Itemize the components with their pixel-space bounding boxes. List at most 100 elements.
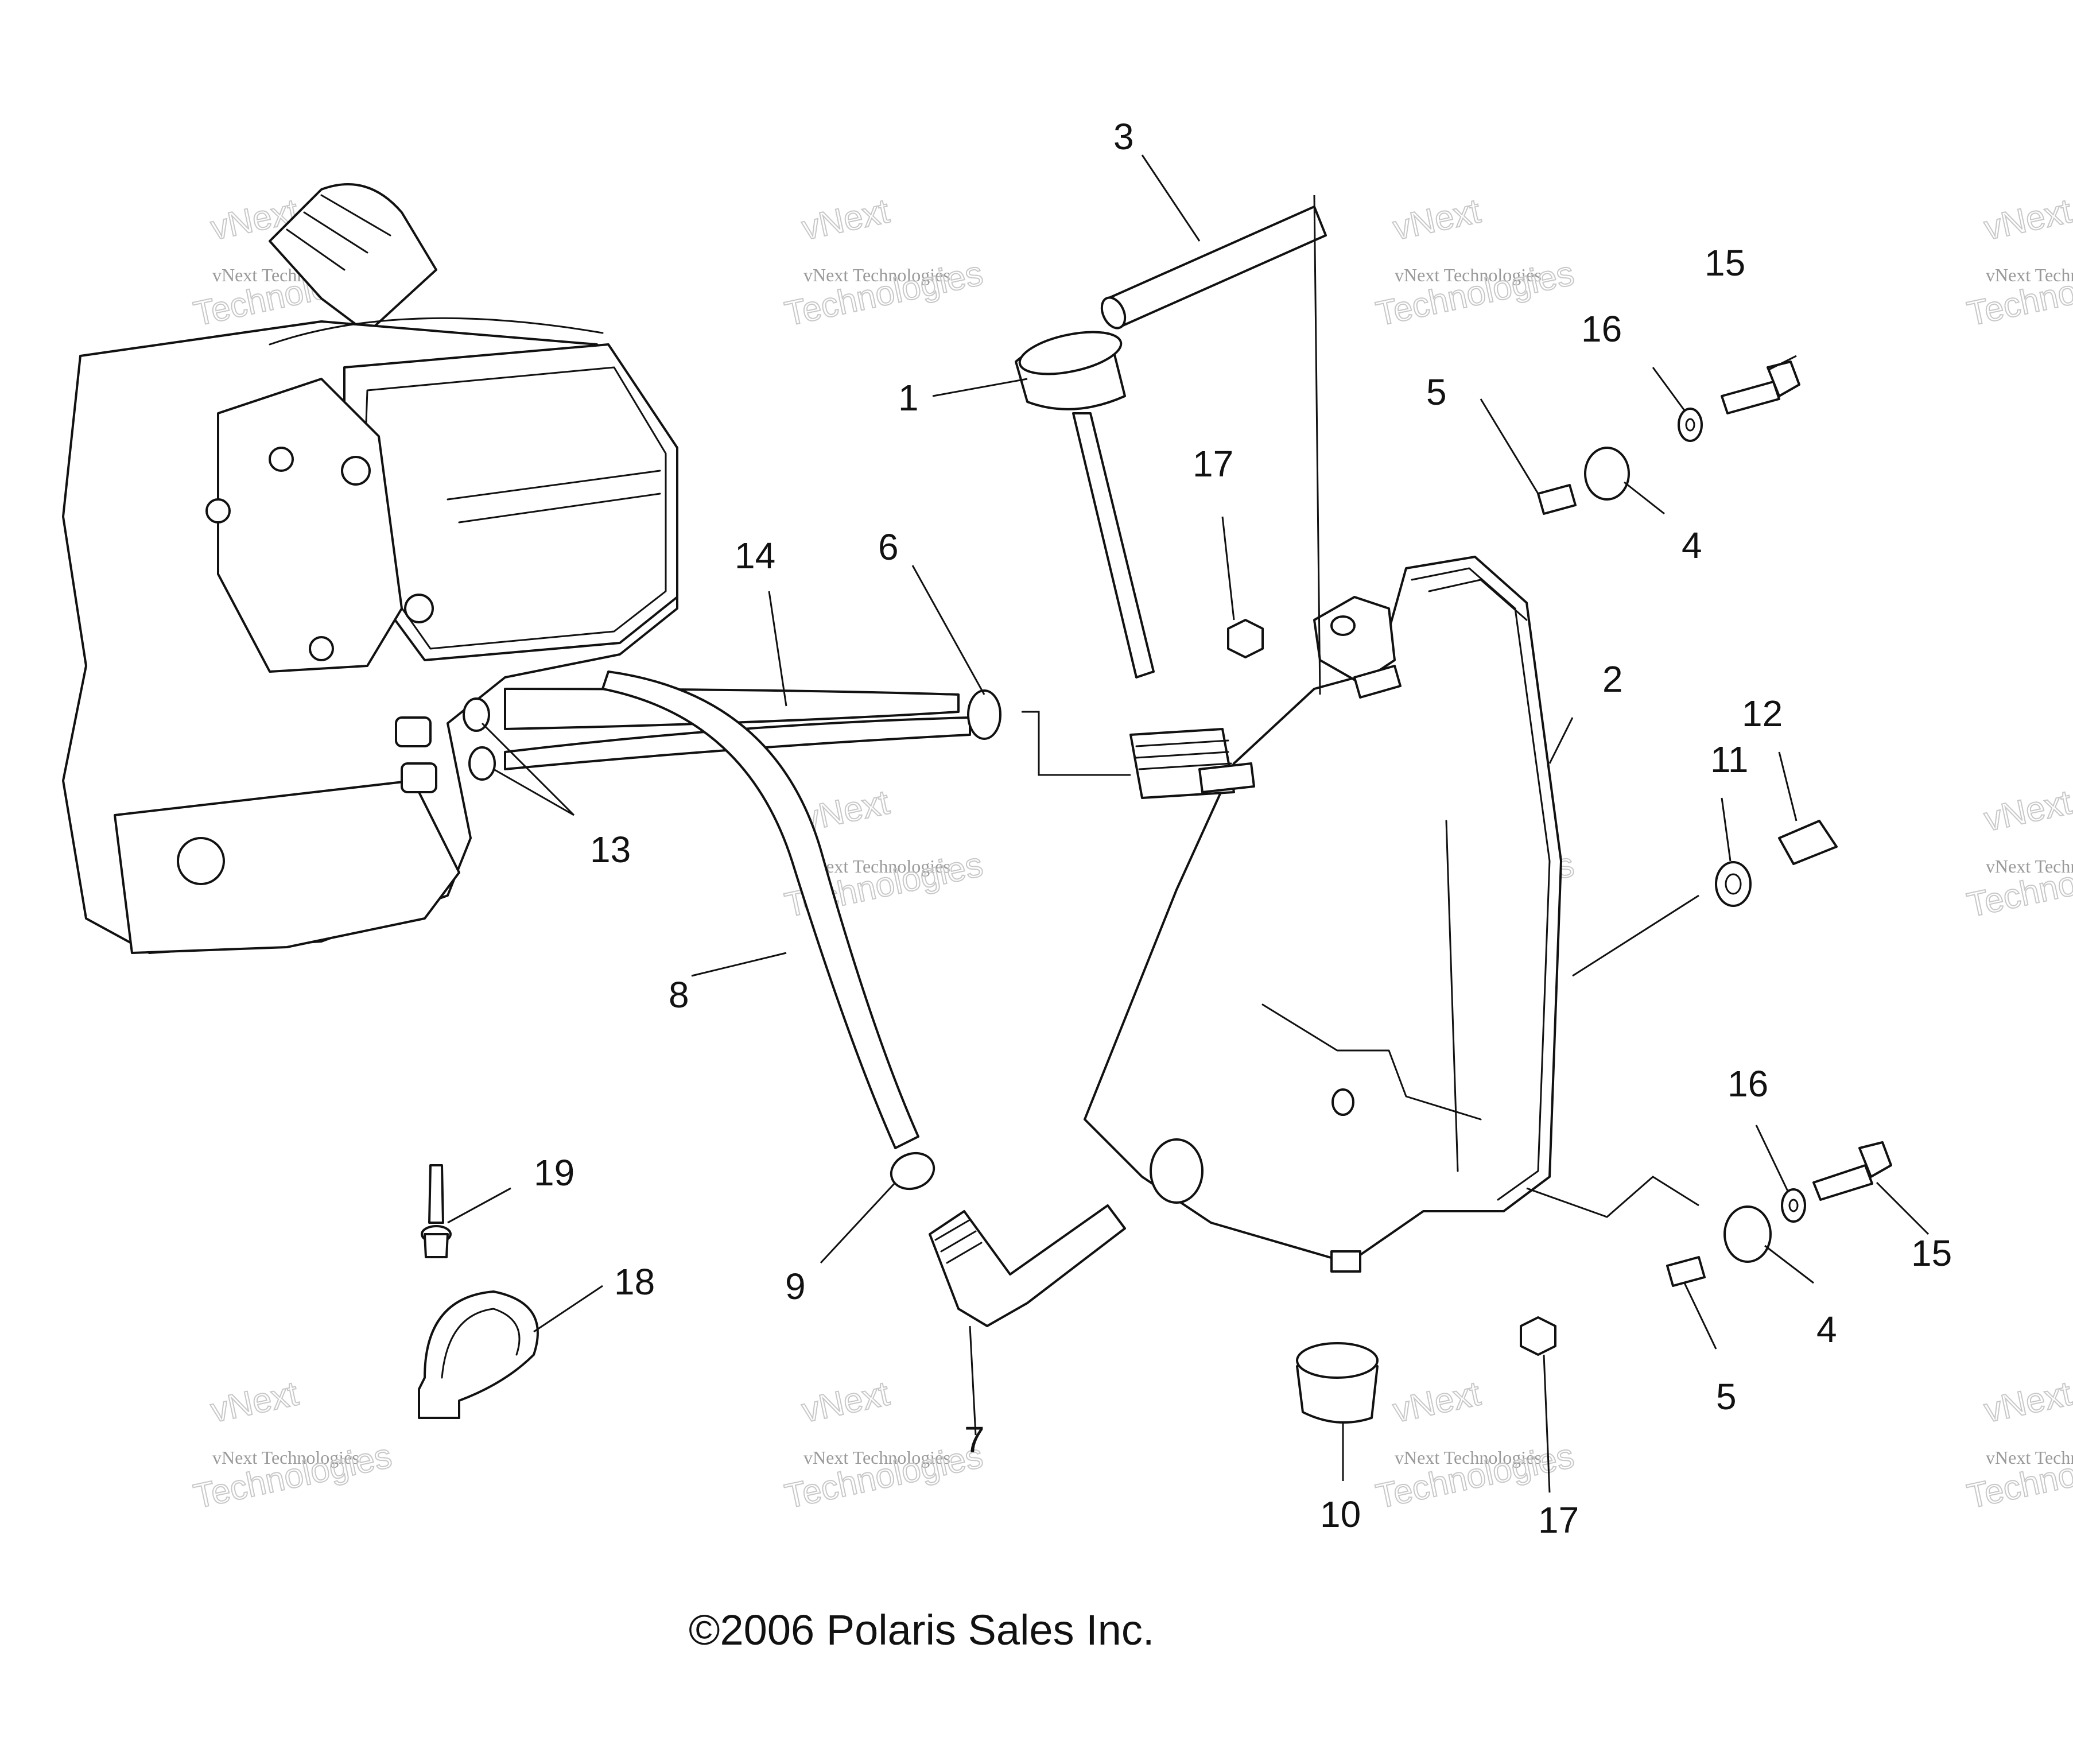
watermark-text: vNext: [798, 1374, 892, 1429]
engine-bolt: [309, 636, 334, 661]
leader-line: [1624, 481, 1665, 515]
watermark-text: vNext Technologies: [803, 1447, 950, 1468]
elbow-fitting-barbs: [934, 1219, 983, 1264]
watermark-text: vNext Technologies: [212, 1447, 359, 1468]
watermark: vNext vNext Technologies Technologies: [1963, 191, 2073, 334]
watermark-text: vNext Technologies: [1395, 1447, 1542, 1468]
leader-line: [1572, 894, 1699, 977]
callout-6: 6: [878, 526, 899, 568]
washer-16-hole: [1788, 1199, 1799, 1212]
callout-11: 11: [1710, 739, 1748, 780]
vent-tube-3: [1100, 206, 1327, 329]
oil-tank-2: [1084, 556, 1562, 1273]
elbow-fitting: [929, 1204, 1126, 1327]
callout-4: 4: [1816, 1309, 1837, 1350]
callout-1: 1: [898, 377, 919, 418]
fitting-12: [1778, 820, 1838, 865]
engine-bolt: [205, 498, 231, 524]
hose-clamp-13: [468, 746, 496, 781]
callout-4: 4: [1682, 525, 1702, 566]
grommet-4: [1723, 1205, 1772, 1263]
hose-clamp-6: [967, 689, 1001, 740]
watermark: vNext vNext Technologies Technologies: [1372, 1373, 1578, 1516]
engine-port: [177, 837, 225, 885]
engine-fitting: [401, 762, 437, 793]
copyright-notice: ©2006 Polaris Sales Inc.: [689, 1606, 1154, 1654]
push-rivet-19: [428, 1164, 444, 1224]
hoses: [504, 670, 971, 1149]
leader-line: [533, 1285, 603, 1333]
callout-13: 13: [590, 829, 631, 870]
leader-line: [1543, 1354, 1551, 1493]
callout-16: 16: [1581, 308, 1622, 350]
oil-tank-mount-hole: [1331, 1088, 1354, 1116]
engine-side-cover: [217, 378, 403, 673]
push-rivet-19-body: [424, 1233, 449, 1258]
watermark: vNext vNext Technologies Technologies: [1372, 191, 1578, 334]
p-clamp-18: [418, 1290, 539, 1419]
callout-8: 8: [669, 974, 689, 1015]
nut-17: [1520, 1316, 1556, 1356]
watermark: vNext vNext Technologies Technologies: [781, 191, 987, 334]
vent-tube-end: [1100, 296, 1127, 329]
oil-tank-bottom-stub: [1330, 1250, 1361, 1273]
engine-cable: [269, 317, 604, 346]
callout-14: 14: [735, 535, 775, 576]
leader-line: [481, 722, 575, 816]
leader-line: [768, 591, 787, 707]
leader-line: [1221, 516, 1235, 621]
watermark-text: vNext: [1981, 1374, 2073, 1429]
dipstick-rod: [1072, 412, 1155, 679]
callout-15: 15: [1911, 1232, 1952, 1274]
callout-17: 17: [1538, 1499, 1579, 1541]
leader-line: [1755, 1125, 1789, 1192]
bolt-15: [1812, 1164, 1873, 1201]
watermark-text: vNext Technologies: [803, 265, 950, 285]
watermark: vNext vNext Technologies Technologies: [190, 1373, 396, 1516]
engine-intake-tube: [269, 183, 437, 334]
leader-line: [1764, 1245, 1814, 1284]
engine-intake-ribs: [286, 194, 391, 271]
watermark: vNext vNext Technologies Technologies: [781, 1373, 987, 1516]
callout-10: 10: [1320, 1494, 1361, 1535]
grommet-4: [1584, 447, 1630, 501]
callout-15: 15: [1705, 242, 1745, 284]
dipstick-cap-top: [1018, 331, 1123, 375]
watermark: vNext vNext Technologies Technologies: [1963, 782, 2073, 925]
watermark-text: vNext Technologies: [1986, 856, 2073, 877]
callout-17: 17: [1193, 443, 1233, 484]
callout-19: 19: [534, 1152, 574, 1193]
leader-line: [1548, 717, 1574, 764]
callout-7: 7: [964, 1419, 985, 1460]
washer-16: [1678, 408, 1703, 442]
watermark-text: vNext Technologies: [1986, 1447, 2073, 1468]
watermark-text: vNext: [207, 1374, 301, 1429]
leader-line: [447, 1187, 511, 1224]
hardware-lower-left: [418, 1164, 539, 1419]
dipstick-1: [1015, 331, 1155, 679]
callout-5: 5: [1716, 1376, 1737, 1417]
leader-line: [1141, 154, 1201, 242]
leader-line: [969, 1325, 977, 1436]
watermark: vNext vNext Technologies Technologies: [1963, 1373, 2073, 1516]
leader-line: [1721, 797, 1732, 862]
clamps: [463, 689, 1001, 1191]
sleeve-5: [1537, 484, 1577, 515]
engine-bolt: [404, 594, 434, 623]
oil-tank-vent-nipple: [1353, 665, 1402, 699]
leader-line: [1683, 1282, 1717, 1350]
callout-18: 18: [614, 1261, 655, 1302]
oil-tank-body: [1084, 556, 1562, 1264]
leader-line: [1022, 711, 1131, 776]
engine-bolt: [269, 447, 294, 472]
elbow-fitting-7: [929, 1204, 1126, 1327]
bolt-15: [1721, 381, 1780, 414]
callout-2: 2: [1602, 658, 1623, 700]
cylinder-head-ribs: [447, 470, 661, 524]
oil-hose-8: [601, 670, 919, 1149]
leader-line: [911, 565, 985, 695]
oil-tank-seam: [1428, 579, 1528, 621]
callout-numbers: 1 2 3 4 4 5 5 6 7 8 9 10 11 12 13 14 15 …: [534, 116, 1952, 1541]
leader-line: [1778, 751, 1798, 821]
